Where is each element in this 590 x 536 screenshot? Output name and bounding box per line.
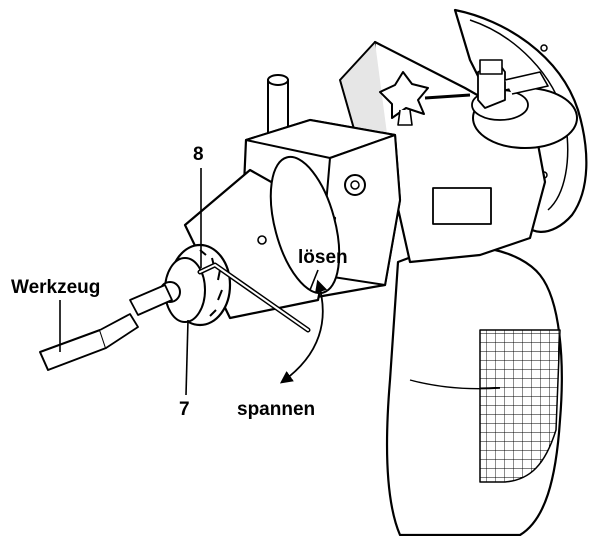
rotation-arrow: [279, 279, 328, 384]
label-tool: Werkzeug: [11, 277, 101, 298]
label-part-7: 7: [179, 399, 190, 420]
leader-7: [185, 319, 189, 396]
tool-blade: [39, 329, 107, 371]
star-knob: [379, 71, 429, 119]
label-part-8: 8: [193, 144, 204, 165]
spindle: [129, 284, 173, 316]
label-tighten: spannen: [237, 399, 316, 420]
head-window: [432, 187, 492, 225]
label-loosen: lösen: [298, 247, 348, 268]
handle-grip: [479, 329, 561, 483]
